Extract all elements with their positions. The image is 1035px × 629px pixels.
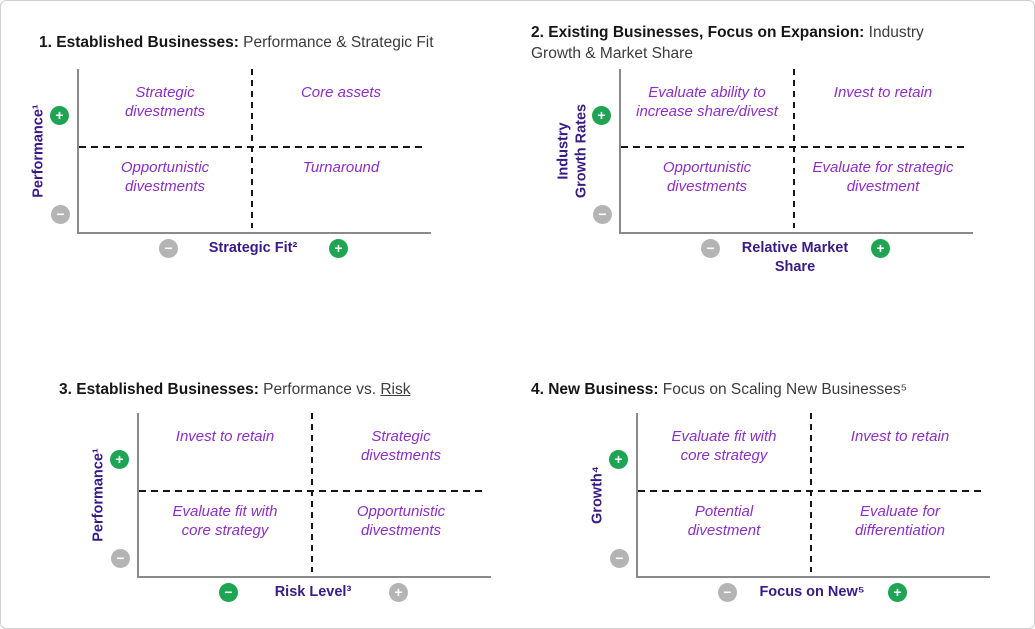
minus-badge-icon: −: [718, 583, 737, 602]
quadrant-top-left: Evaluate ability to increase share/dives…: [636, 84, 778, 120]
x-axis-label: Relative Market Share: [741, 240, 849, 275]
plus-badge-icon: +: [50, 106, 69, 125]
quadrant-plot: Strategic divestments Core assets Opport…: [31, 69, 431, 258]
quadrant-bottom-right: Turnaround: [302, 159, 380, 176]
plus-badge-icon: +: [609, 450, 628, 469]
vertical-divider-dashed: [311, 413, 313, 572]
quadrant-top-right: Strategic divestments: [360, 428, 442, 464]
plus-badge-icon: +: [888, 583, 907, 602]
quadrant-top-right: Core assets: [300, 84, 382, 101]
chart-title-rest-line1: Industry: [864, 24, 924, 41]
plus-badge-icon: +: [389, 583, 408, 602]
chart-title-bold: 1. Established Businesses:: [39, 34, 239, 51]
quadrant-chart-1-established-businesses: 1. Established Businesses: Performance &…: [1, 1, 518, 301]
plus-badge-icon: +: [329, 239, 348, 258]
x-axis-line: [636, 576, 990, 578]
quadrant-plot: Invest to retain Strategic divestments E…: [91, 413, 491, 602]
quadrant-top-left: Evaluate fit with core strategy: [671, 428, 777, 464]
quadrant-bottom-left: Opportunistic divestments: [120, 159, 210, 195]
y-axis-line: [137, 413, 139, 578]
chart-title-bold: 4. New Business:: [531, 381, 659, 398]
quadrant-plot: Evaluate fit with core strategy Invest t…: [590, 413, 990, 602]
x-axis-line: [77, 232, 431, 234]
quadrant-bottom-right: Evaluate for differentiation: [854, 503, 946, 539]
quadrant-chart-2-existing-businesses-expansion: 2. Existing Businesses, Focus on Expansi…: [521, 1, 1034, 301]
horizontal-divider-dashed: [638, 490, 986, 492]
minus-badge-icon: −: [610, 549, 629, 568]
chart-title: 1. Established Businesses: Performance &…: [39, 32, 434, 53]
horizontal-divider-dashed: [139, 490, 487, 492]
plus-badge-icon: +: [871, 239, 890, 258]
quadrant-top-left: Invest to retain: [175, 428, 275, 445]
minus-badge-icon: −: [111, 549, 130, 568]
minus-badge-icon: −: [593, 205, 612, 224]
chart-title: 2. Existing Businesses, Focus on Expansi…: [531, 22, 1021, 64]
vertical-divider-dashed: [793, 69, 795, 228]
minus-badge-icon: −: [219, 583, 238, 602]
quadrant-chart-3-performance-vs-risk: 3. Established Businesses: Performance v…: [1, 353, 518, 628]
x-axis-label: Risk Level³: [274, 584, 352, 600]
quadrant-bottom-right: Evaluate for strategic divestment: [812, 159, 954, 195]
y-axis-label: Performance¹: [30, 104, 47, 198]
chart-title: 3. Established Businesses: Performance v…: [59, 379, 410, 400]
chart-title-bold: 3. Established Businesses:: [59, 381, 259, 398]
vertical-divider-dashed: [251, 69, 253, 228]
chart-title-rest: Performance vs.: [258, 381, 381, 398]
y-axis-line: [77, 69, 79, 234]
chart-title-bold: 2. Existing Businesses, Focus on Expansi…: [531, 24, 865, 41]
minus-badge-icon: −: [51, 205, 70, 224]
quadrant-bottom-left: Opportunistic divestments: [662, 159, 752, 195]
y-axis-line: [636, 413, 638, 578]
x-axis-label: Focus on New⁵: [759, 584, 865, 600]
y-axis-line: [619, 69, 621, 234]
y-axis-label: Growth⁴: [589, 466, 606, 524]
quadrant-chart-4-new-business-scaling: 4. New Business: Focus on Scaling New Bu…: [521, 353, 1034, 628]
plus-badge-icon: +: [110, 450, 129, 469]
quadrant-plot: Evaluate ability to increase share/dives…: [556, 69, 973, 275]
x-axis-line: [137, 576, 491, 578]
chart-title-rest: Performance & Strategic Fit: [238, 34, 434, 51]
minus-badge-icon: −: [701, 239, 720, 258]
x-axis-line: [619, 232, 973, 234]
y-axis-label: Performance¹: [90, 448, 107, 542]
chart-title-rest: Focus on Scaling New Businesses⁵: [658, 381, 908, 398]
quadrant-bottom-left: Evaluate fit with core strategy: [172, 503, 278, 539]
horizontal-divider-dashed: [79, 146, 427, 148]
quadrant-top-right: Invest to retain: [850, 428, 950, 445]
chart-title-underlined: Risk: [380, 381, 411, 398]
chart-title-rest-line2: Growth & Market Share: [531, 45, 693, 62]
minus-badge-icon: −: [159, 239, 178, 258]
vertical-divider-dashed: [810, 413, 812, 572]
chart-title: 4. New Business: Focus on Scaling New Bu…: [531, 379, 907, 400]
quadrant-top-left: Strategic divestments: [124, 84, 206, 120]
quadrant-bottom-right: Opportunistic divestments: [356, 503, 446, 539]
x-axis-label: Strategic Fit²: [208, 240, 298, 256]
quadrant-top-right: Invest to retain: [833, 84, 933, 101]
quadrant-bottom-left: Potential divestment: [687, 503, 761, 539]
plus-badge-icon: +: [592, 106, 611, 125]
y-axis-label: Industry Growth Rates: [555, 103, 590, 199]
horizontal-divider-dashed: [621, 146, 969, 148]
